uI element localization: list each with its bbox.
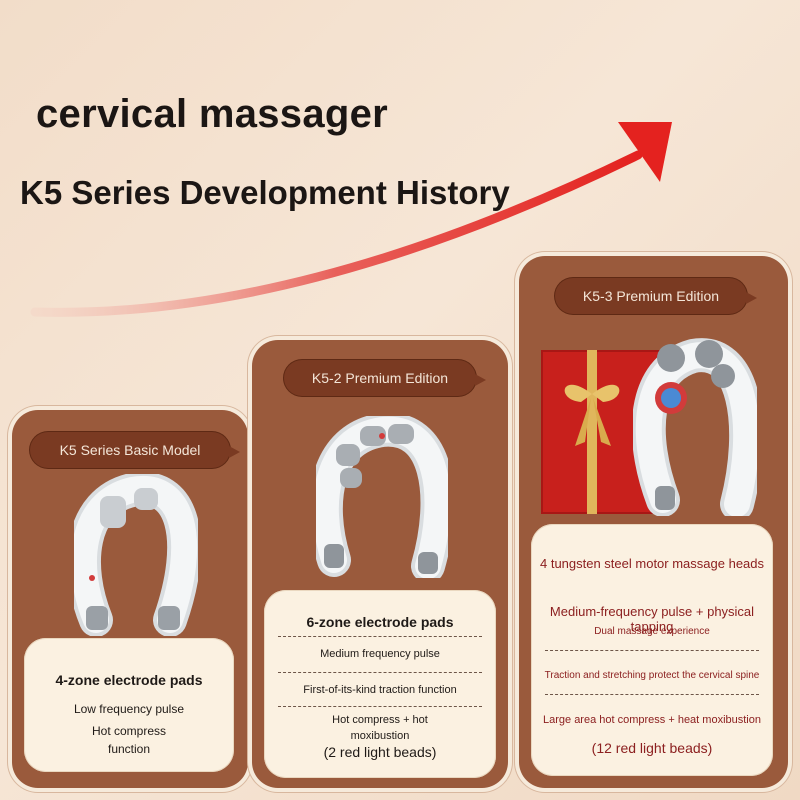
divider bbox=[278, 636, 482, 637]
divider bbox=[545, 650, 759, 651]
feature-line: Medium-frequency pulse + physical tappin… bbox=[549, 604, 755, 634]
info-panel-k5-3: 4 tungsten steel motor massage heads Med… bbox=[531, 524, 773, 776]
page-title: cervical massager bbox=[36, 92, 389, 136]
info-panel-k5-2: 6-zone electrode pads Medium frequency p… bbox=[264, 590, 496, 778]
arrow-head-icon bbox=[618, 122, 672, 182]
info-panel-basic: 4-zone electrode pads Low frequency puls… bbox=[24, 638, 234, 772]
divider bbox=[278, 672, 482, 673]
feature-line: Dual massage experience bbox=[594, 626, 710, 637]
divider bbox=[545, 694, 759, 695]
divider bbox=[278, 706, 482, 707]
feature-line: function bbox=[107, 742, 151, 756]
page-subtitle: K5 Series Development History bbox=[20, 174, 510, 211]
feature-line: Traction and stretching protect the cerv… bbox=[544, 670, 760, 681]
feature-line: Large area hot compress + heat moxibusti… bbox=[543, 714, 761, 726]
feature-line: 4-zone electrode pads bbox=[55, 672, 203, 688]
feature-line: moxibustion bbox=[350, 730, 410, 742]
feature-line: (12 red light beads) bbox=[591, 740, 713, 756]
feature-line: First-of-its-kind traction function bbox=[303, 684, 457, 696]
ribbon-bow-icon bbox=[564, 350, 620, 514]
tab-basic-model: K5 Series Basic Model bbox=[30, 432, 240, 468]
tab-k5-3: K5-3 Premium Edition bbox=[555, 278, 757, 314]
feature-line: Medium frequency pulse bbox=[320, 648, 440, 660]
card-k5-3: K5-3 Premium Edition 4 tungsten steel mo… bbox=[519, 256, 788, 788]
feature-line: 4 tungsten steel motor massage heads bbox=[539, 556, 765, 571]
neck-massager-basic-image bbox=[74, 474, 198, 636]
feature-line: Low frequency pulse bbox=[73, 702, 185, 716]
feature-line: (2 red light beads) bbox=[323, 744, 437, 760]
card-k5-2: K5-2 Premium Edition 6-zone electrode pa… bbox=[252, 340, 508, 788]
feature-line: 6-zone electrode pads bbox=[306, 614, 454, 630]
card-basic-model: K5 Series Basic Model 4-zone electrode p… bbox=[12, 410, 248, 788]
neck-massager-k5-3-image bbox=[633, 338, 757, 516]
neck-massager-k5-2-image bbox=[316, 416, 448, 578]
tab-k5-2: K5-2 Premium Edition bbox=[284, 360, 486, 396]
feature-line: Hot compress bbox=[91, 724, 167, 738]
feature-line: Hot compress + hot bbox=[332, 714, 428, 726]
